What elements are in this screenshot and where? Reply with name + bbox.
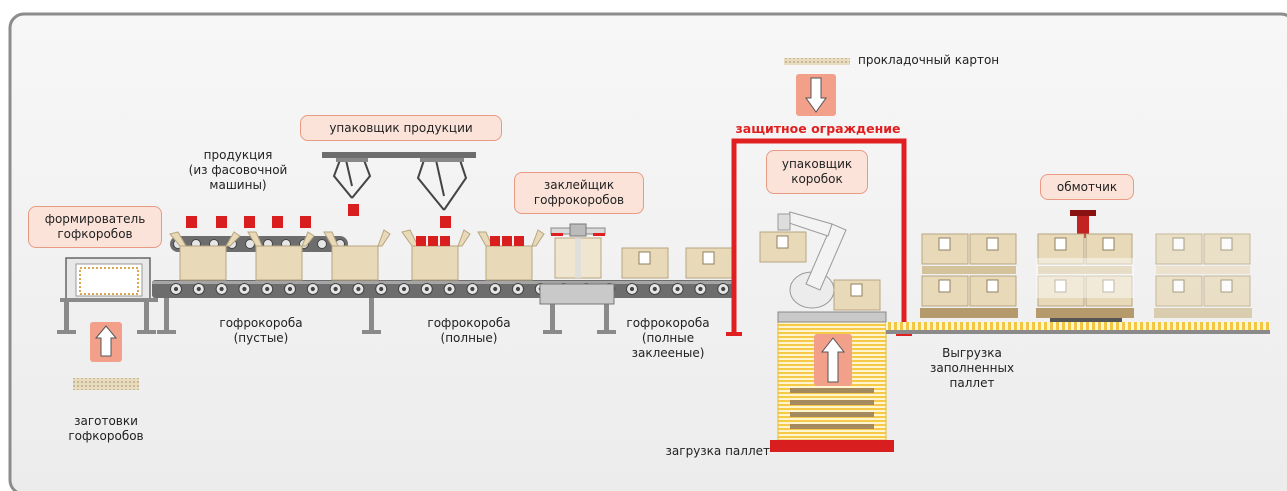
wrapper-machine	[1050, 210, 1122, 322]
products-in-boxes	[416, 236, 524, 246]
blanks-label: заготовки гофкоробов	[68, 414, 144, 443]
box-packer-robot	[777, 211, 847, 309]
open-boxes	[169, 229, 545, 281]
taper-label-text: заклейщик гофрокоробов	[533, 178, 625, 207]
roller-hub	[219, 286, 224, 292]
roller-hub	[310, 286, 315, 292]
box-packer-label: упаковщик коробок	[766, 150, 868, 194]
product-items	[186, 216, 311, 228]
roller-hub	[493, 286, 498, 292]
sealed-boxes-label: гофрокороба (полные заклееные)	[626, 316, 710, 360]
roller-hub	[447, 286, 452, 292]
main-conveyor	[152, 280, 734, 298]
roller-hub	[652, 286, 657, 292]
blanks-stack	[73, 378, 139, 390]
roller-hub	[424, 286, 429, 292]
interleaf-label: прокладочный картон	[858, 53, 1000, 67]
empty-boxes-label: гофрокоробa (пустые)	[219, 316, 303, 345]
output-conveyor	[886, 322, 1270, 330]
safety-fence	[731, 138, 907, 334]
full-boxes-label: гофрокороба (полные)	[427, 316, 511, 345]
wrapper-label-text: обмотчик	[1056, 179, 1118, 194]
roller-hub	[242, 286, 247, 292]
roller-hub	[356, 286, 361, 292]
pallet-stack-3	[1154, 233, 1252, 318]
box-former-label-text: формирователь гофкоробов	[44, 212, 146, 241]
box-packer-label-text: упаковщик коробок	[781, 157, 853, 186]
roller-hub	[721, 286, 726, 292]
roller-hub	[698, 286, 703, 292]
pallet-stack-1	[920, 233, 1018, 318]
roller-hub	[173, 286, 179, 292]
conveyor-legs	[157, 298, 616, 334]
interleaf-down-arrow-icon	[796, 74, 836, 116]
roller-hub	[333, 286, 338, 292]
unload-label: Выгрузка заполненных паллет	[929, 346, 1015, 390]
roller-hub	[675, 286, 680, 292]
taper-machine	[539, 223, 615, 305]
roller-hub	[470, 286, 475, 292]
pallet-up-arrow-icon	[814, 334, 852, 386]
roller-hub	[401, 286, 407, 292]
product-packer-label: упаковщик продукции	[300, 115, 502, 141]
box-former-machine	[57, 257, 158, 334]
taper-label: заклейщик гофрокоробов	[514, 172, 644, 214]
delta-robot-gantry	[322, 152, 476, 228]
wrapper-label: обмотчик	[1040, 174, 1134, 200]
pallet-load-label: загрузка паллет	[665, 444, 770, 458]
roller-hub	[196, 286, 201, 292]
safety-fence-label: защитное ограждение	[735, 121, 901, 136]
roller-hub	[629, 286, 635, 292]
roller-hub	[379, 286, 384, 292]
roller-hub	[265, 286, 270, 292]
product-packer-label-text: упаковщик продукции	[329, 120, 473, 135]
blanks-up-arrow-icon	[90, 322, 122, 362]
products-label: продукция (из фасовочной машины)	[188, 148, 288, 192]
interleaf-sheet	[784, 58, 850, 65]
roller-hub	[515, 286, 521, 292]
roller-hub	[287, 286, 293, 292]
pallet-stack-2	[1036, 233, 1134, 318]
box-former-label: формирователь гофкоробов	[28, 206, 162, 248]
